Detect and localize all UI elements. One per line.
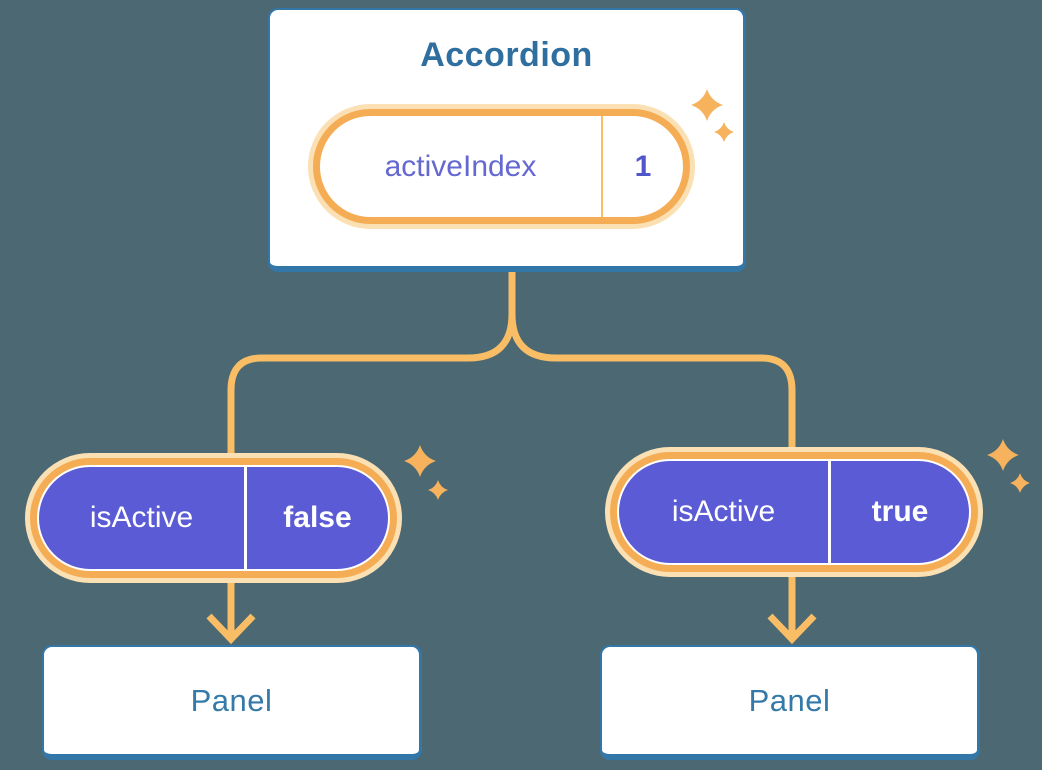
prop-value-label: false: [283, 501, 352, 534]
sparkle-icon: [404, 445, 436, 477]
prop-pill-left: isActive false: [37, 465, 390, 571]
sparkle-icon: [987, 439, 1019, 471]
prop-pill-divider: [828, 461, 831, 563]
state-pill: activeIndex 1: [313, 109, 690, 224]
prop-pill-right: isActive true: [617, 459, 971, 565]
arrowhead-left-icon: [206, 613, 256, 645]
panel-card-right: Panel: [600, 645, 980, 760]
state-value-label: 1: [634, 149, 652, 183]
sparkle-icon: [428, 480, 448, 500]
sparkle-icon: [1010, 473, 1030, 493]
panel-label: Panel: [190, 682, 273, 718]
prop-value-label: true: [871, 495, 929, 528]
state-pill-divider: [601, 116, 603, 217]
prop-name-label: isActive: [671, 495, 776, 528]
panel-card-left: Panel: [42, 645, 422, 760]
prop-name-label: isActive: [89, 501, 194, 534]
panel-label: Panel: [748, 682, 831, 718]
accordion-title: Accordion: [420, 36, 593, 74]
state-name-label: activeIndex: [384, 149, 537, 183]
arrowhead-right-icon: [767, 613, 817, 645]
